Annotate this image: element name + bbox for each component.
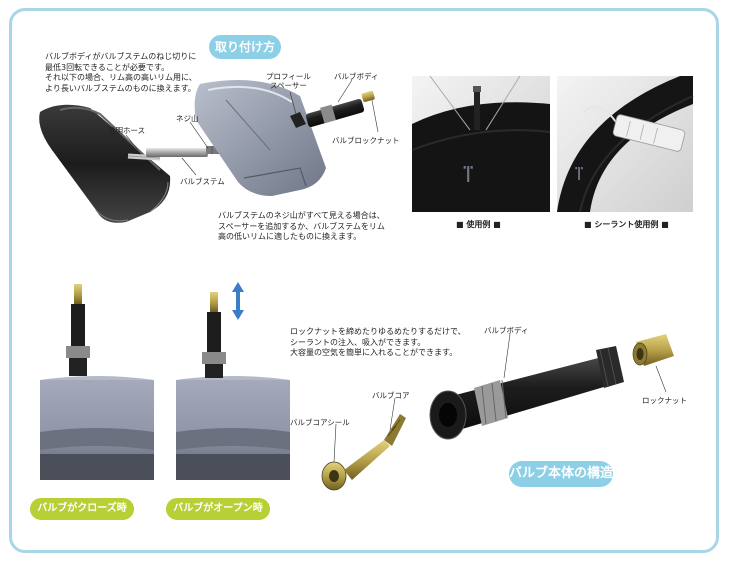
install-title: 取り付け方: [209, 35, 281, 59]
valve-lock-nut-label: バルブロックナット: [332, 136, 400, 145]
svg-text:ⴶ: ⴶ: [574, 164, 584, 185]
note-line: 大容量の空気を簡単に入れることができます。: [290, 348, 458, 357]
valve-body-drawing: [429, 346, 624, 440]
valve-core-seal-label: バルブコアシール: [290, 418, 350, 427]
svg-text:ⴶ: ⴶ: [462, 163, 474, 188]
sealant-caption: ■ シーラント使用例 ■: [584, 220, 669, 229]
rim-section-drawing: [194, 80, 326, 196]
photo-usage: ⴶ: [411, 75, 551, 212]
valve-stem-label: バルブステム: [180, 177, 225, 186]
label-line: プロフィール: [266, 72, 311, 81]
valve-core-drawing: [344, 414, 406, 480]
note-line: ロックナットを締めたりゆるめたりするだけで、: [290, 327, 466, 336]
photo-sealant: ⴶ: [557, 76, 694, 213]
note-line: 最低3回転できることが必要です。: [45, 62, 170, 72]
install-leader-lines: [125, 79, 379, 176]
valve-body-label: バルブボディ: [484, 326, 529, 335]
structure-leader-lines: [333, 333, 667, 463]
clear-hose-label: 透明ホース: [108, 126, 146, 135]
usage-caption: ■ 使用例 ■: [456, 220, 501, 229]
note-line: より長いバルブステムのものに換えます。: [45, 83, 196, 93]
thread-label: ネジ山: [176, 114, 199, 123]
up-down-arrow-icon: [232, 282, 244, 320]
note-line: シーラントの注入、吸入ができます。: [290, 337, 426, 347]
lock-nut-drawing: [632, 334, 674, 366]
valve-body-top-label: バルブボディ: [334, 72, 379, 81]
note-line: バルブステムのネジ山がすべて見える場合は、: [218, 211, 385, 220]
profile-spacer-drawing: [290, 112, 306, 128]
note-line: スペーサーを追加するか、バルブステムをリム: [218, 221, 385, 231]
structure-title: バルブ本体の構造: [509, 461, 613, 487]
open-panel-drawing: [176, 282, 290, 480]
closed-panel-drawing: [40, 284, 154, 480]
valve-body-top-drawing: [305, 90, 375, 128]
closed-label: バルブがクローズ時: [30, 498, 134, 520]
label-line: スペーサー: [270, 81, 307, 90]
structure-note: ロックナットを締めたりゆるめたりするだけで、 シーラントの注入、吸入ができます。…: [290, 327, 466, 359]
tire-section-drawing: [39, 104, 171, 223]
top-left-note: バルブボディがバルブステムのねじ切りに 最低3回転できることが必要です。 それ以…: [45, 52, 197, 94]
valve-core-seal-drawing: [321, 461, 347, 491]
note-line: バルブボディがバルブステムのねじ切りに: [45, 52, 197, 61]
note-line: 高の低いリムに適したものに換えます。: [218, 232, 362, 241]
valve-core-label: バルブコア: [372, 391, 410, 400]
middle-note: バルブステムのネジ山がすべて見える場合は、 スペーサーを追加するか、バルブステム…: [218, 211, 385, 243]
lock-nut-label: ロックナット: [642, 396, 687, 405]
note-line: それ以下の場合、リム高の高いリム用に、: [45, 73, 197, 82]
clear-hose-drawing: [127, 153, 161, 161]
open-label: バルブがオープン時: [166, 498, 270, 520]
profile-spacer-label: プロフィール スペーサー: [266, 72, 311, 90]
